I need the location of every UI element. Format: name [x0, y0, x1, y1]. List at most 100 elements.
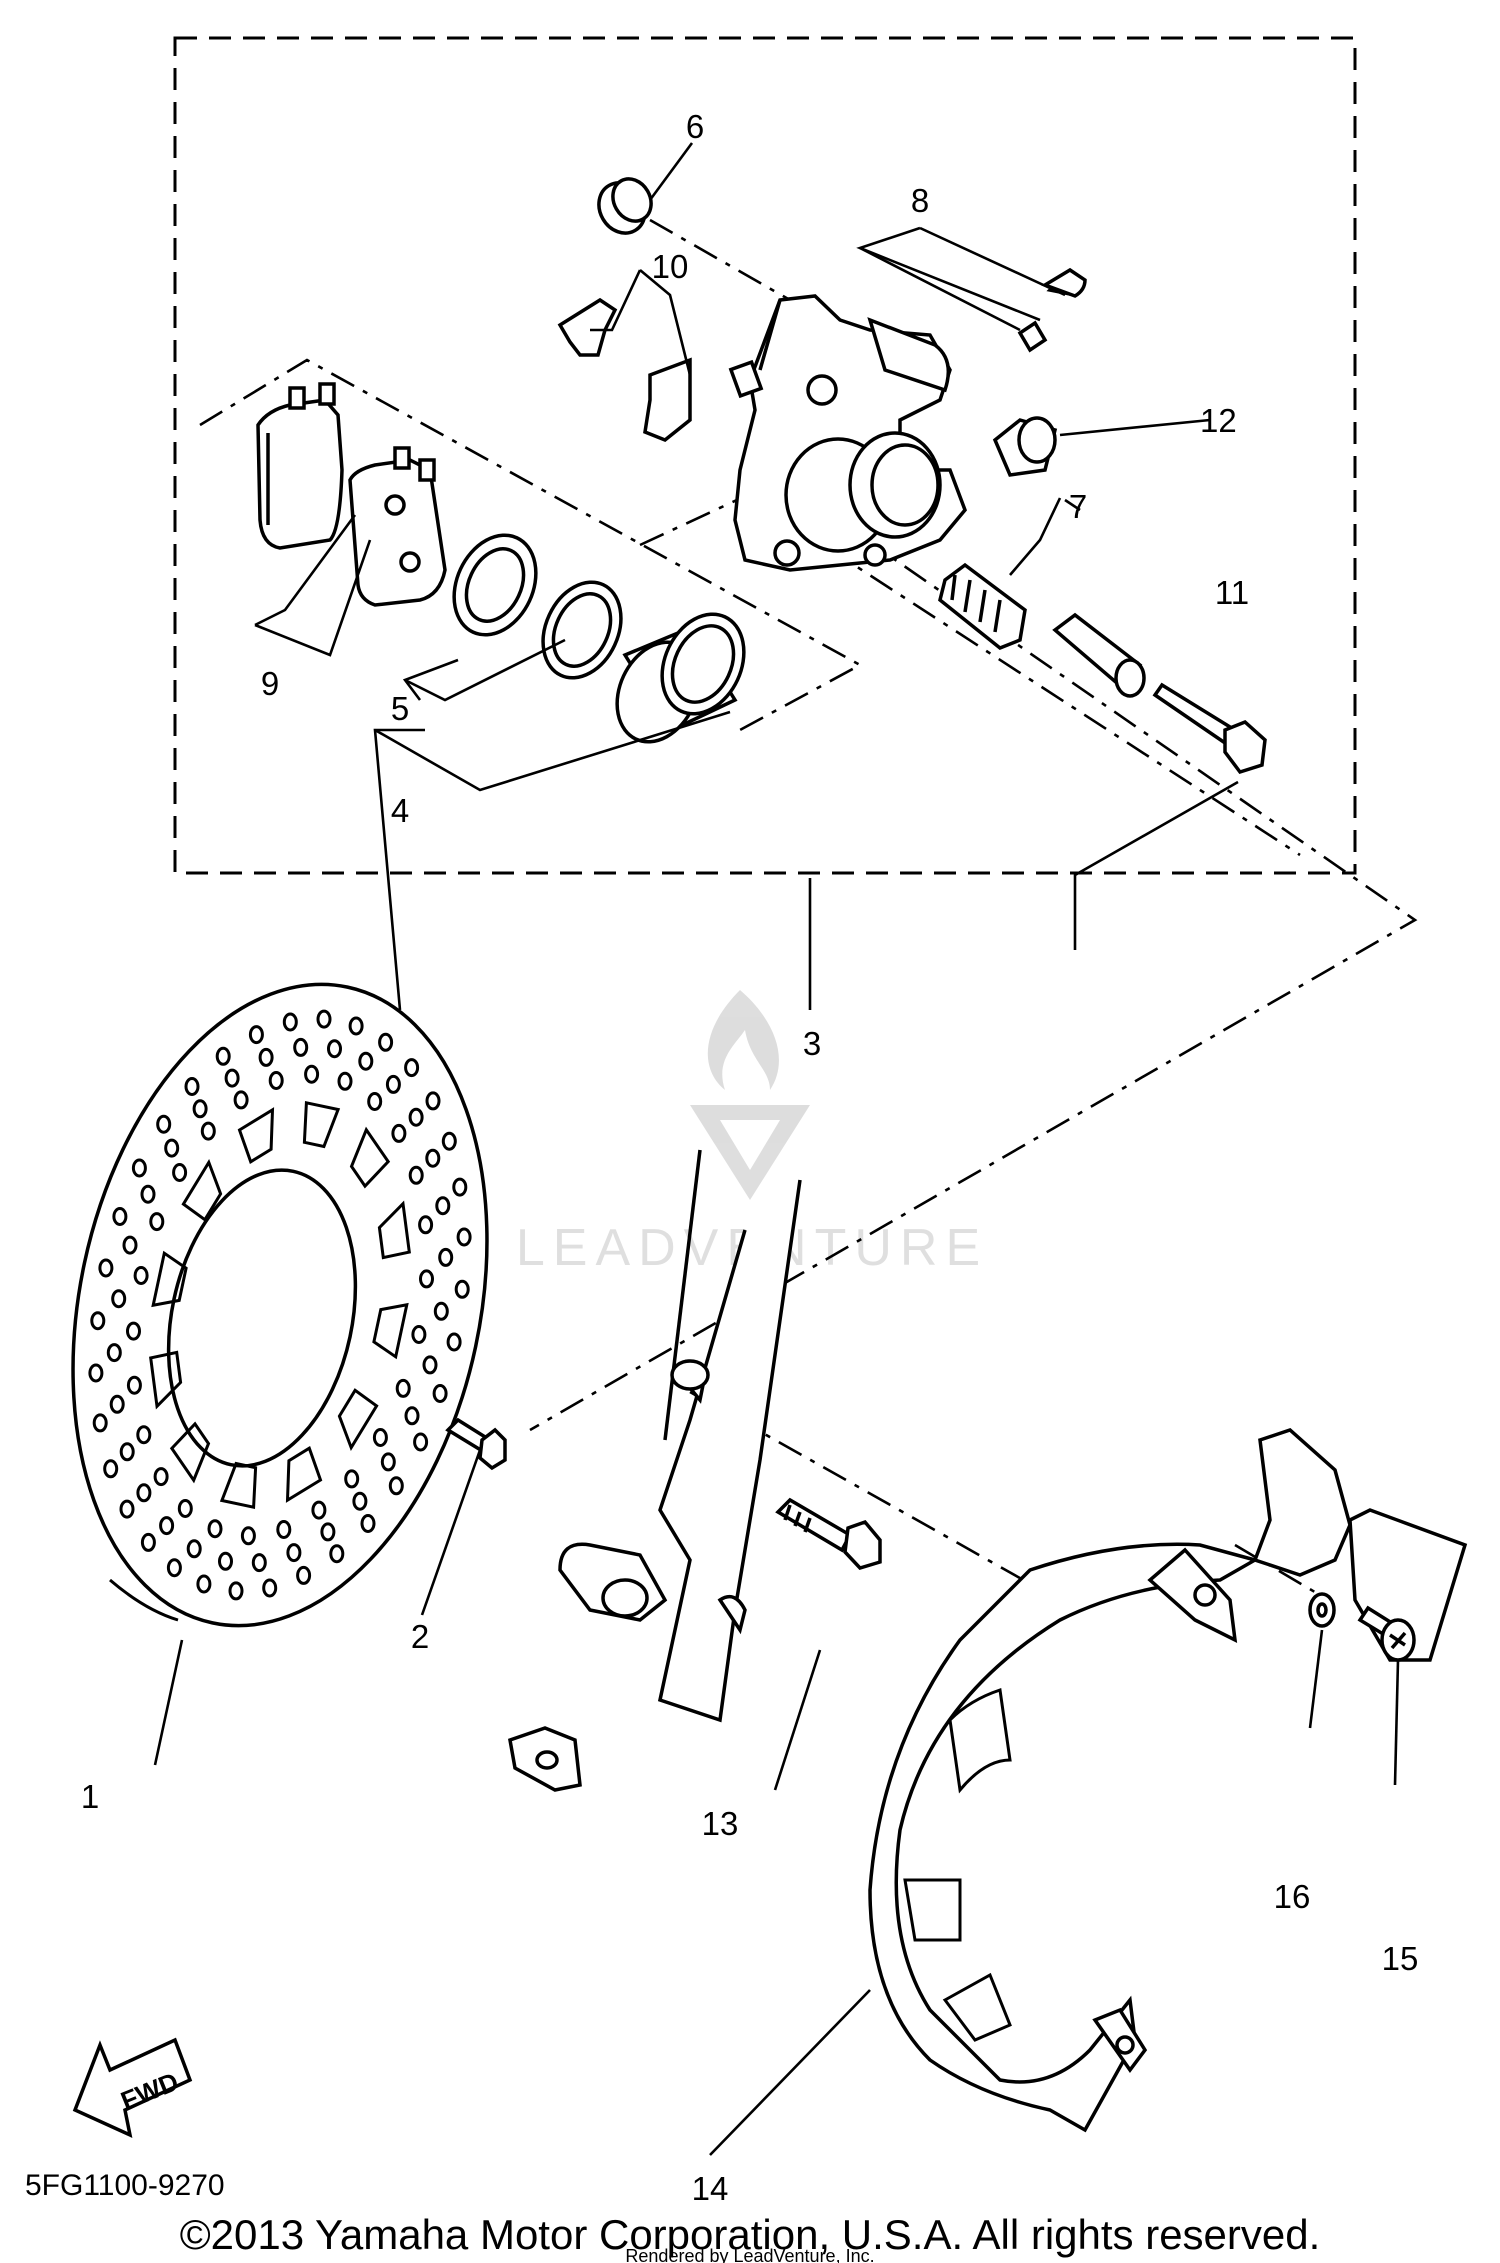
disc-hole	[126, 1321, 141, 1341]
disc-hole	[388, 1476, 404, 1496]
disc-hole	[224, 1068, 240, 1088]
brake-pad	[256, 382, 344, 550]
callout-16: 16	[1274, 1878, 1311, 1915]
disc-slot	[302, 1100, 341, 1149]
disc-hole	[98, 1258, 114, 1278]
caliper-assembly-box	[173, 36, 1357, 875]
disc-bolt	[445, 1417, 507, 1471]
callout-3: 3	[803, 1025, 821, 1062]
disc-hole	[352, 1491, 368, 1511]
copyright: ©2013 Yamaha Motor Corporation, U.S.A. A…	[180, 2211, 1321, 2258]
screw	[1357, 1605, 1416, 1662]
disc-slot	[377, 1200, 411, 1260]
disc-hole	[248, 1025, 264, 1045]
disc-hole	[184, 1077, 200, 1096]
disc-hole	[316, 1009, 332, 1029]
disc-hole	[404, 1406, 420, 1426]
disc-hole	[413, 1432, 429, 1452]
disc-hole	[358, 1051, 374, 1071]
disc-hole	[215, 1046, 231, 1066]
disc-hole	[454, 1279, 470, 1299]
disc-hole	[422, 1355, 438, 1375]
disc-hole	[126, 1375, 142, 1395]
disc-slot	[181, 1158, 223, 1222]
disc-hole	[446, 1332, 462, 1352]
disc-hole	[258, 1047, 274, 1067]
disc-slot	[337, 1388, 379, 1452]
disc-hole	[408, 1165, 424, 1185]
disc-hole	[348, 1016, 364, 1036]
disc-hole	[378, 1032, 394, 1052]
caliper-body	[728, 294, 967, 572]
disc-hole	[391, 1123, 407, 1143]
watermark-logo-icon	[690, 990, 810, 1200]
disc-hole	[276, 1520, 292, 1539]
callout-7: 7	[1069, 488, 1087, 525]
disc-hole	[282, 1012, 298, 1032]
rendered-by: Rendered by LeadVenture, Inc.	[625, 2246, 874, 2263]
disc-hole	[293, 1037, 309, 1057]
disc-hole	[411, 1325, 427, 1344]
disc-slot	[169, 1421, 211, 1484]
fwd-arrow-icon: FWD	[72, 2037, 193, 2139]
disc-hole	[360, 1514, 376, 1533]
disc-hole	[296, 1565, 312, 1585]
disc-hole	[133, 1266, 149, 1285]
disc-hole	[367, 1092, 383, 1111]
disc-hole	[320, 1522, 336, 1542]
disc-hole	[395, 1378, 411, 1398]
brake-disc	[71, 982, 489, 1628]
disc-hole	[92, 1413, 108, 1433]
disc-hole	[156, 1114, 172, 1134]
disc-hole	[207, 1519, 223, 1539]
disc-hole	[140, 1184, 156, 1204]
callout-labels: 6 8 10 12 7 11 9 5 4 3 2 1 13 16 15 14	[81, 108, 1419, 2207]
callout-2: 2	[411, 1618, 429, 1655]
brake-pad	[348, 446, 447, 607]
disc-hole	[435, 1196, 451, 1216]
disc-hole	[159, 1516, 175, 1536]
disc-hole	[344, 1469, 360, 1489]
disc-hole	[109, 1394, 125, 1414]
rubber-cap	[597, 177, 653, 235]
disc-hole	[166, 1558, 182, 1578]
disc-hole	[251, 1553, 267, 1573]
disc-hole	[268, 1071, 284, 1090]
disc-hole	[337, 1071, 353, 1091]
disc-slot	[151, 1250, 188, 1308]
disc-hole	[136, 1425, 152, 1445]
disc-hole	[327, 1039, 342, 1059]
callout-8: 8	[911, 182, 929, 219]
disc-hole	[153, 1467, 169, 1487]
disc-slot	[149, 1350, 183, 1410]
disc-hole	[456, 1227, 472, 1247]
callout-14: 14	[692, 2170, 729, 2207]
disc-hole	[186, 1539, 202, 1559]
disc-hole	[372, 1428, 388, 1447]
disc-hole	[103, 1459, 119, 1479]
disc-hole	[441, 1131, 457, 1151]
disc-cover	[868, 1428, 1468, 2133]
disc-hole	[200, 1121, 216, 1141]
disc-hole	[404, 1058, 420, 1078]
callout-1: 1	[81, 1778, 99, 1815]
disc-slot	[349, 1126, 391, 1189]
disc-hole	[112, 1207, 128, 1226]
disc-hole	[425, 1148, 441, 1168]
disc-slot	[372, 1302, 409, 1360]
part-code: 5FG1100-9270	[25, 2169, 225, 2202]
disc-slot	[237, 1107, 275, 1165]
disc-hole	[111, 1289, 127, 1309]
bleed-screw	[1017, 267, 1087, 353]
washer	[1308, 1592, 1336, 1628]
pin-boot	[938, 562, 1027, 651]
disc-slot	[285, 1445, 323, 1503]
pad-spring	[557, 297, 692, 443]
disc-hole	[131, 1158, 147, 1178]
disc-hole	[140, 1532, 156, 1552]
disc-hole	[119, 1442, 135, 1462]
callout-13: 13	[702, 1805, 739, 1842]
disc-hole	[380, 1452, 396, 1472]
disc-hole	[419, 1269, 434, 1289]
